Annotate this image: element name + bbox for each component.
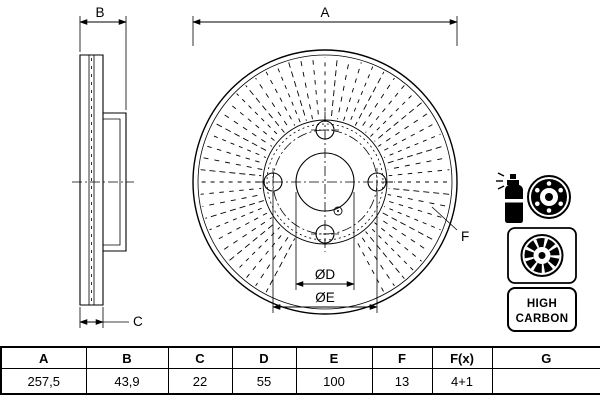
dim-a-label: A [320,5,329,20]
spec-value-d: 55 [231,368,297,395]
drawing-svg: B C [72,5,577,332]
pin-hole [333,206,343,216]
front-view [192,49,458,315]
spec-header-g: G [491,346,600,369]
spec-header-d: D [231,346,297,369]
dim-d-label: ØD [315,267,336,282]
high-carbon-line2: CARBON [516,313,569,325]
hat-inner-line [103,118,121,246]
spray-can-icon [496,172,523,223]
dimension-b: B [79,5,127,110]
high-carbon-badge: HIGH CARBON [507,287,577,332]
dim-e-label: ØE [315,290,335,305]
spec-header-b: B [85,346,169,369]
dimension-a: A [192,5,458,46]
spec-value-e: 100 [295,368,373,395]
side-view [72,54,134,306]
callout-f: F [431,206,469,244]
spec-value-a: 257,5 [0,368,87,395]
dim-b-label: B [95,5,104,20]
brake-disc-icon [520,234,564,277]
spec-value-fx: 4+1 [431,368,493,395]
dim-f-label: F [461,229,469,244]
spec-value-b: 43,9 [85,368,169,395]
disc-outer-edge [192,49,458,315]
spec-header-f: F [371,346,433,369]
high-carbon-line1: HIGH [527,298,557,310]
bolt-holes [263,120,387,244]
spec-value-g [491,368,600,395]
dimension-d: ØD [295,192,355,290]
dimension-c: C [79,307,143,329]
spec-table: A B C D E F F(x) G 257,5 43,9 22 55 100 … [0,346,600,395]
bolt-circle [272,129,378,235]
spec-header-e: E [295,346,373,369]
spec-header-a: A [0,346,87,369]
spec-header-c: C [167,346,233,369]
spec-value-c: 22 [167,368,233,395]
brake-disc-icon-box [507,227,577,284]
spec-header-row: A B C D E F F(x) G [0,346,600,369]
dimension-e: ØE [272,192,378,313]
spec-header-fx: F(x) [431,346,493,369]
hub-icon [527,175,571,219]
dim-c-label: C [133,314,143,329]
spec-value-row: 257,5 43,9 22 55 100 13 4+1 [0,368,600,395]
vent-pattern [200,57,450,293]
spec-value-f: 13 [371,368,433,395]
